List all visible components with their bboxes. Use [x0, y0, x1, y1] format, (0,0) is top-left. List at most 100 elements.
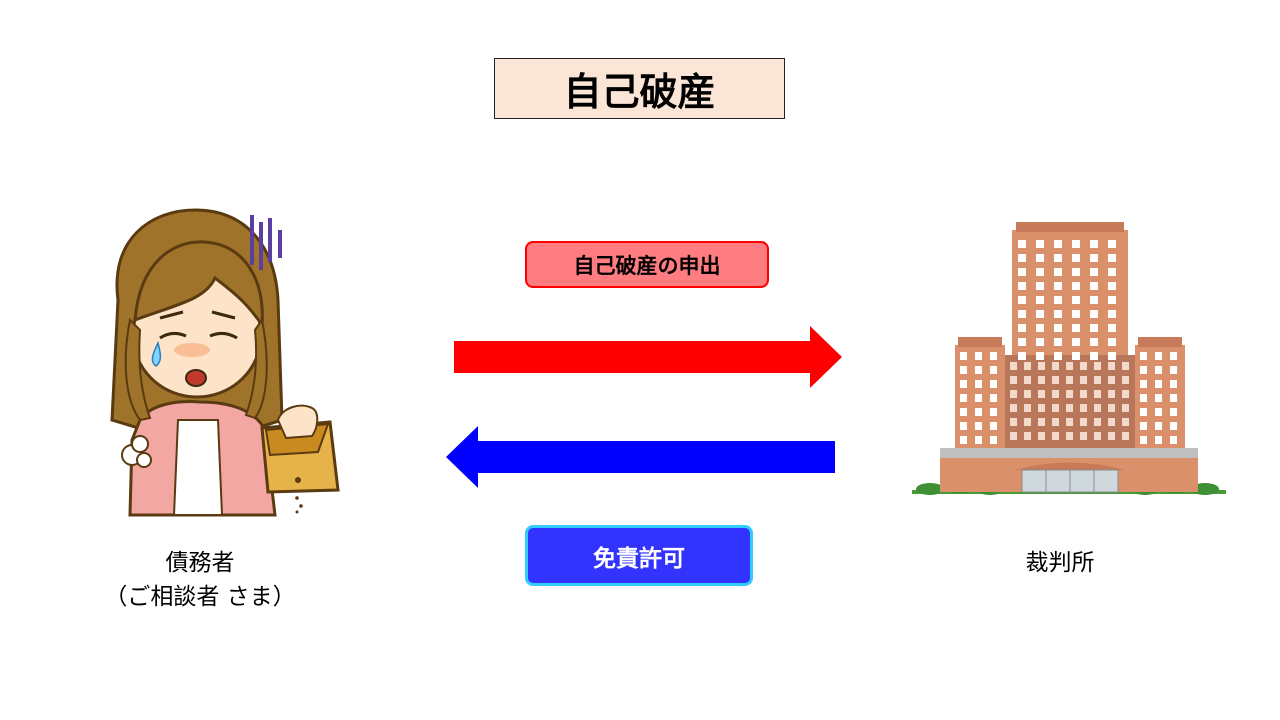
building-window [1066, 432, 1073, 440]
building-window [1094, 376, 1101, 384]
building-window [1066, 418, 1073, 426]
building-window [1108, 432, 1115, 440]
building-window [1054, 310, 1062, 318]
building-window [1155, 352, 1162, 360]
building-window [1072, 268, 1080, 276]
building-window [1090, 352, 1098, 360]
building-window [1038, 404, 1045, 412]
building-window [975, 422, 982, 430]
building-window [1024, 362, 1031, 370]
building-window [1090, 310, 1098, 318]
building-window [1036, 240, 1044, 248]
building-window [1140, 380, 1147, 388]
building-window [990, 436, 997, 444]
building-window [1155, 366, 1162, 374]
building-window [1072, 310, 1080, 318]
building-window [1052, 432, 1059, 440]
building-window [1036, 268, 1044, 276]
building-window [1036, 352, 1044, 360]
building-window [1170, 422, 1177, 430]
building-window [1024, 432, 1031, 440]
building-window [1080, 432, 1087, 440]
request-arrow [454, 326, 842, 388]
building-window [1140, 366, 1147, 374]
building-window [960, 408, 967, 416]
building-window [1108, 338, 1116, 346]
building-window [960, 352, 967, 360]
building-window [1080, 376, 1087, 384]
building-window [1170, 394, 1177, 402]
building-window [1036, 310, 1044, 318]
building-window [1052, 376, 1059, 384]
building-window [960, 366, 967, 374]
building-window [1108, 254, 1116, 262]
building-window [1010, 432, 1017, 440]
building-window [1072, 254, 1080, 262]
debtor-label: 債務者 [165, 550, 235, 576]
building-window [1108, 390, 1115, 398]
building-window [1054, 296, 1062, 304]
building-window [1054, 268, 1062, 276]
building-window [1038, 432, 1045, 440]
building-window [1010, 376, 1017, 384]
building-window [1122, 404, 1129, 412]
building-window [1108, 282, 1116, 290]
building-window [1155, 380, 1162, 388]
building-window [1155, 408, 1162, 416]
building-window [1072, 324, 1080, 332]
building-window [1090, 338, 1098, 346]
building-window [1108, 362, 1115, 370]
building-window [1170, 380, 1177, 388]
building-window [1018, 310, 1026, 318]
building-window [1038, 362, 1045, 370]
building-window [1072, 240, 1080, 248]
building-window [1094, 418, 1101, 426]
building-window [1094, 432, 1101, 440]
building-window [1080, 390, 1087, 398]
building-window [1054, 282, 1062, 290]
building-window [990, 380, 997, 388]
court-label: 裁判所 [1025, 550, 1095, 576]
building-window [1018, 352, 1026, 360]
building-window [1010, 418, 1017, 426]
building-window [1094, 362, 1101, 370]
building-window [1052, 362, 1059, 370]
building-window [1108, 324, 1116, 332]
building-window [1038, 418, 1045, 426]
building-window [975, 394, 982, 402]
building-window [1140, 352, 1147, 360]
building-window [1090, 268, 1098, 276]
building-window [1052, 418, 1059, 426]
diagram-title: 自己破産 [494, 58, 785, 119]
building-window [1024, 390, 1031, 398]
building-window [1010, 390, 1017, 398]
building-window [1066, 376, 1073, 384]
building-window [1054, 240, 1062, 248]
building-window [990, 408, 997, 416]
building-window [1140, 408, 1147, 416]
building-window [1036, 296, 1044, 304]
building-window [1108, 418, 1115, 426]
building-window [1090, 282, 1098, 290]
building-window [1010, 404, 1017, 412]
building-window [1072, 352, 1080, 360]
building-window [1018, 324, 1026, 332]
building-window [1090, 296, 1098, 304]
building-window [1155, 394, 1162, 402]
building-window [1170, 366, 1177, 374]
building-window [1140, 436, 1147, 444]
building-window [1052, 404, 1059, 412]
building-window [990, 352, 997, 360]
building-window [1140, 422, 1147, 430]
building-window [975, 408, 982, 416]
building-window [960, 380, 967, 388]
building-window [1072, 296, 1080, 304]
building-window [960, 436, 967, 444]
building-window [990, 366, 997, 374]
building-window [1108, 240, 1116, 248]
grant-label: 免責許可 [525, 525, 753, 586]
debtor-caption: 債務者 （ご相談者 さま） [90, 546, 310, 614]
building-window [1054, 352, 1062, 360]
building-window [1018, 338, 1026, 346]
